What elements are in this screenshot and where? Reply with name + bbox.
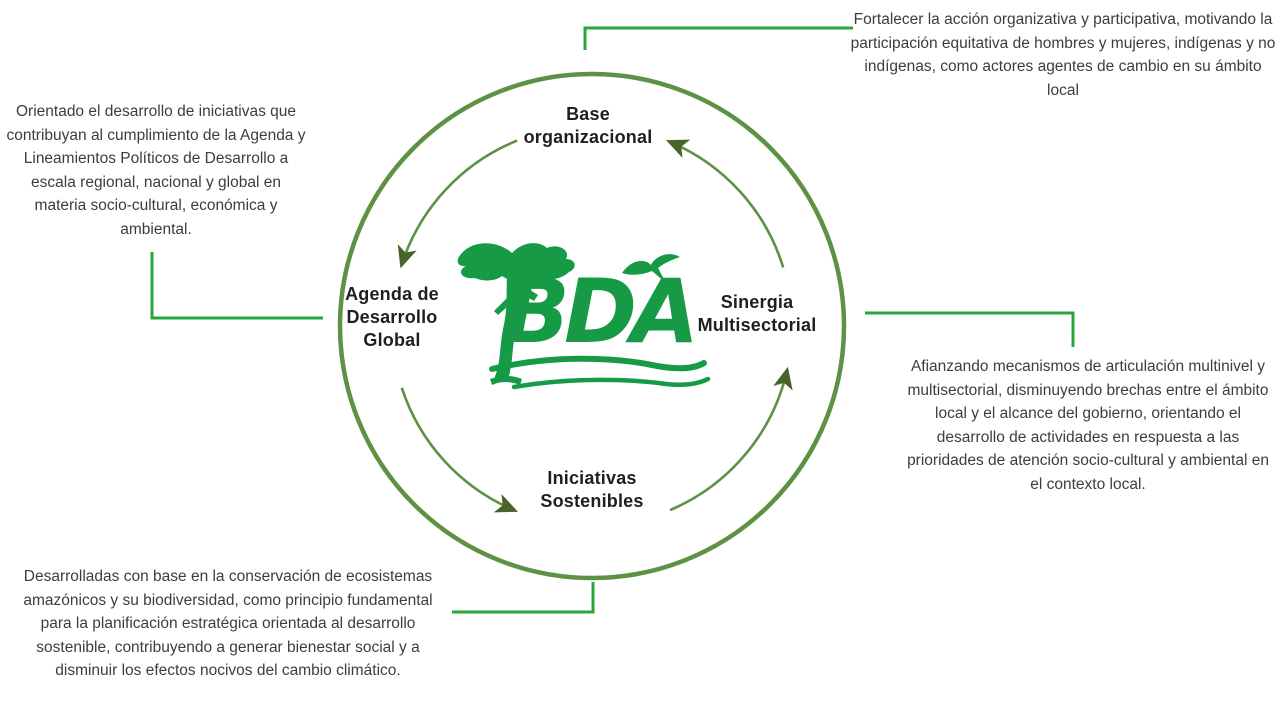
annotation-sinergia-note: Afianzando mecanismos de articulación mu… (907, 358, 1269, 493)
node-label-base: Base organizacional (523, 104, 653, 147)
node-label-agenda: Agenda de Desarrollo Global (345, 284, 439, 350)
cycle-ring (337, 71, 847, 581)
annotation-agenda-note: Orientado el desarrollo de iniciativas q… (6, 103, 306, 238)
node-label-sinergia: Sinergia Multisectorial (697, 292, 817, 335)
tree-icon (457, 243, 575, 385)
wave-icon (489, 355, 707, 372)
logo-text: BDA (502, 260, 699, 363)
cycle-arc-agenda-to-iniciativas (400, 387, 518, 513)
annotation-iniciativas-note: Desarrolladas con base en la conservació… (23, 568, 433, 679)
connector-base-note (583, 26, 853, 50)
annotation-base-note: Fortalecer la acción organizativa y part… (850, 11, 1276, 99)
bird-icon (622, 254, 680, 283)
cycle-arc-iniciativas-to-sinergia (669, 366, 793, 512)
bda-logo (457, 243, 711, 390)
cycle-arc-base-to-agenda (397, 139, 518, 269)
wave-icon (511, 376, 711, 390)
connector-sinergia-note (865, 311, 1075, 347)
connector-agenda-note (150, 252, 323, 320)
node-label-iniciativas: Iniciativas Sostenibles (540, 468, 644, 511)
connector-iniciativas-note (452, 582, 595, 614)
cycle-arc-sinergia-to-base (666, 139, 785, 268)
